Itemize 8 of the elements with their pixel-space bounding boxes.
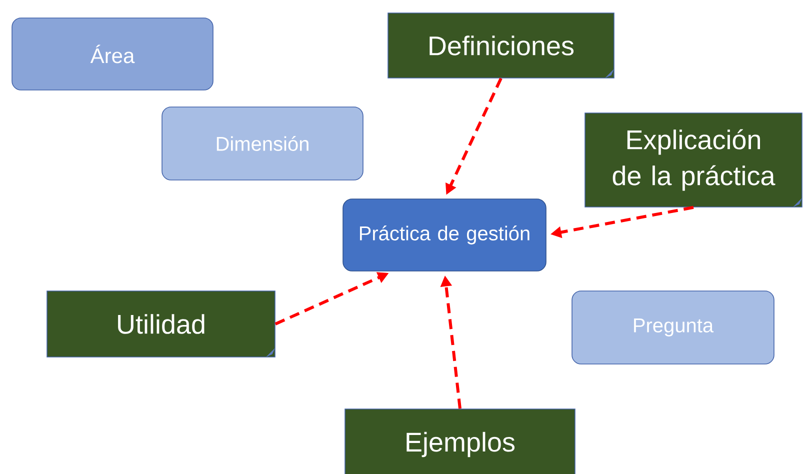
rounded-box: Dimensión xyxy=(162,106,364,180)
note-box: Explicación de la práctica xyxy=(584,112,802,208)
center-box: Práctica de gestión xyxy=(342,198,546,272)
note-box: Ejemplos xyxy=(344,408,576,474)
rounded-box: Pregunta xyxy=(572,290,774,364)
rounded-box: Área xyxy=(12,18,214,90)
note-box: Definiciones xyxy=(388,12,614,78)
note-box: Utilidad xyxy=(46,290,276,358)
